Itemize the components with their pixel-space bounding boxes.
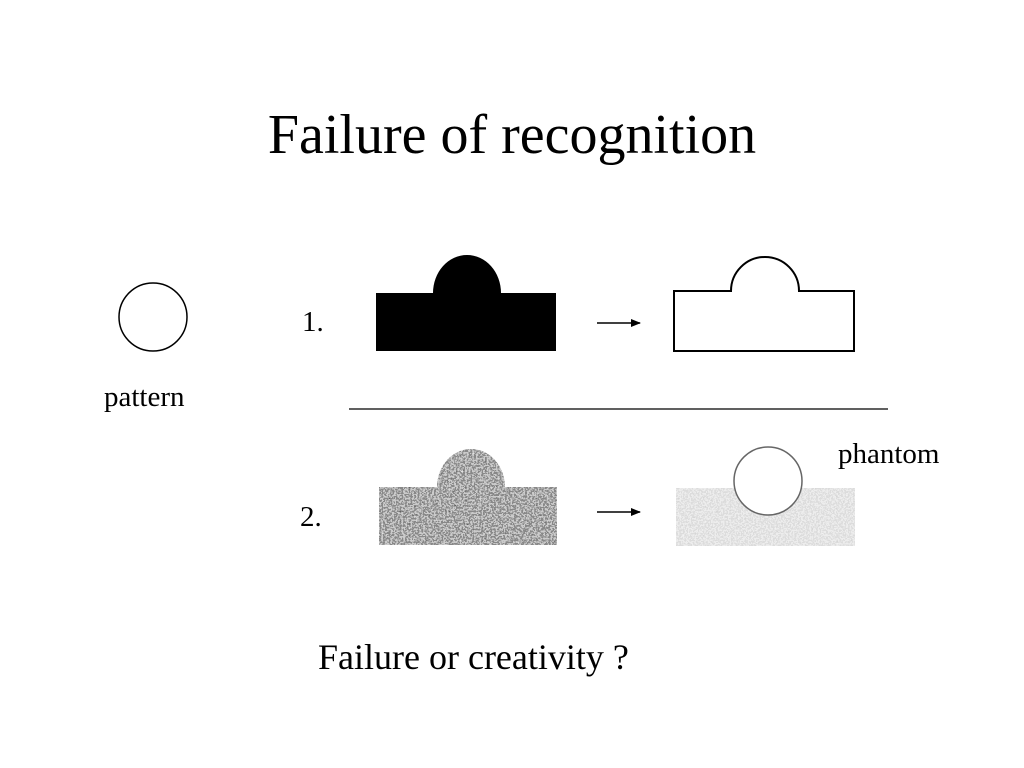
row2-number: 2. bbox=[300, 501, 322, 533]
pattern-label: pattern bbox=[104, 381, 185, 413]
phantom-circle bbox=[733, 446, 803, 516]
row2-input-shape bbox=[379, 449, 557, 545]
slide-title: Failure of recognition bbox=[267, 104, 757, 166]
pattern-circle bbox=[118, 282, 188, 352]
footer-question: Failure or creativity ? bbox=[318, 637, 629, 677]
phantom-label: phantom bbox=[838, 438, 940, 470]
row1-input-shape bbox=[376, 255, 556, 351]
row1-number: 1. bbox=[302, 306, 324, 338]
row1-output-shape bbox=[673, 256, 855, 352]
